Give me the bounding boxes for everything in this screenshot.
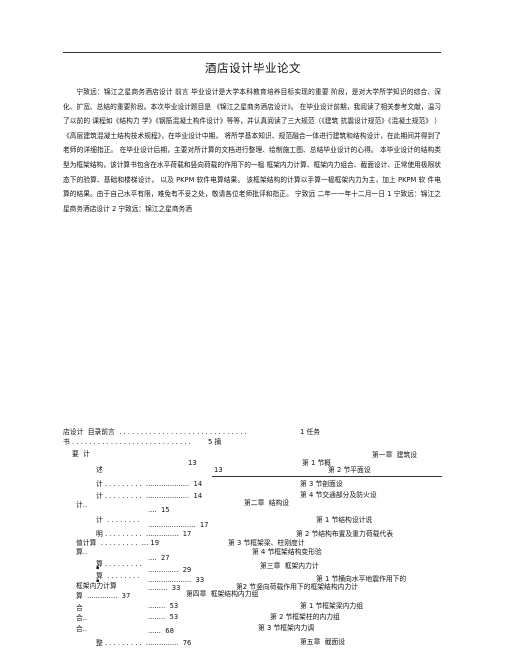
toc-line: 合.. bbox=[76, 624, 88, 633]
toc-line: 第 2 节平面设 bbox=[328, 466, 371, 474]
toc-line: 13 bbox=[188, 458, 197, 467]
toc-line: 第 4 节交通部分及防火设 bbox=[300, 491, 377, 500]
section-rule bbox=[212, 475, 442, 477]
toc-line: 第 1 节结构设计说 bbox=[316, 515, 373, 524]
toc-line: 书 . . . . . . . . . . . . . . . . . . . … bbox=[63, 438, 191, 447]
toc-line: 合.. bbox=[76, 614, 88, 623]
bullet-mark: ▪ bbox=[96, 577, 100, 584]
toc-line: 第2 节竖向荷载作用下的框架结构内力计 bbox=[236, 583, 359, 592]
toc-line: ........ 53 bbox=[148, 601, 179, 610]
toc-line: 第四章 框架结构内力组 bbox=[186, 590, 259, 599]
toc-line: ......... 33 bbox=[148, 583, 181, 592]
toc-line: 整 . . . . . . . . . ............... 76 bbox=[96, 638, 192, 647]
toc-line: 计 . . . . . . . . . ....................… bbox=[96, 492, 203, 501]
toc-line: 第 1 节横向水平地震作用下的 bbox=[316, 574, 407, 583]
toc-line: 第五章 截面设 bbox=[300, 638, 346, 647]
toc-line: 算 . . . . . . . . bbox=[96, 572, 140, 581]
abstract-paragraph: 宁致远：锦江之星商务酒店设计 前言 毕业设计是大学本科教育培养目标实现的重要 阶… bbox=[63, 88, 441, 213]
toc-line: 值计算 . . . . . . . . . ... 19 bbox=[76, 539, 160, 547]
toc-line: ...... 68 bbox=[148, 626, 174, 635]
toc-line: 计.. bbox=[76, 500, 88, 509]
toc-line: 计 . . . . . . . . bbox=[96, 515, 140, 524]
toc-line: 明 . . . . . . . . . ............... 17 bbox=[96, 530, 192, 539]
toc-line: 第 4 节框架结构变形验 bbox=[252, 548, 322, 557]
toc-line: .................... 33 bbox=[148, 575, 205, 584]
toc-line: 算.. bbox=[76, 547, 88, 556]
toc-line: ...................... 17 bbox=[148, 520, 209, 529]
toc-line: 算 . . . . . . . . . bbox=[96, 559, 142, 568]
page-title: 酒店设计毕业论文 bbox=[205, 61, 301, 75]
toc-line: 1 任务 bbox=[300, 428, 321, 436]
toc-line: ........ 53 bbox=[148, 612, 179, 621]
toc-line: 要 计 bbox=[72, 450, 90, 459]
toc-line: 第 1 节框架梁内力组 bbox=[300, 601, 364, 610]
toc-line: 第 1 节概 bbox=[302, 458, 332, 467]
toc-line: .... 27 bbox=[148, 553, 170, 562]
toc-line: .... 15 bbox=[148, 505, 170, 514]
toc-line: 框架内力计算 bbox=[76, 581, 117, 590]
toc-line: 第 3 节框架内力调 bbox=[258, 623, 315, 632]
top-rule bbox=[63, 52, 441, 53]
toc-line: 第 2 节框架柱的内力组 bbox=[270, 612, 340, 621]
toc-line: 第 2 节结构布置及重力荷载代表 bbox=[296, 530, 394, 539]
bullet-mark: ▪ bbox=[96, 565, 100, 572]
toc-line: 13 bbox=[214, 466, 223, 474]
toc-line: 店设计 目录前言 . . . . . . . . . . . . . . . .… bbox=[63, 428, 247, 436]
toc-line: 合 bbox=[76, 603, 83, 612]
toc-line: .............. 29 bbox=[148, 565, 192, 574]
toc-line: 计 . . . . . . . . . ....................… bbox=[96, 479, 203, 488]
toc-line: 第 3 节框架梁、柱刚度计 bbox=[228, 539, 305, 547]
toc-line: 第 3 节剖面设 bbox=[300, 480, 343, 489]
toc-line: 述 bbox=[96, 466, 103, 474]
toc-line: 5 摘 bbox=[208, 438, 222, 447]
toc-line: 第二章 结构设 bbox=[244, 499, 290, 508]
toc-line: 算 .............. 37 bbox=[76, 591, 131, 600]
toc-line: 第一章 建筑设 bbox=[372, 450, 418, 459]
toc-line: 第三章 框架内力计 bbox=[260, 562, 319, 571]
